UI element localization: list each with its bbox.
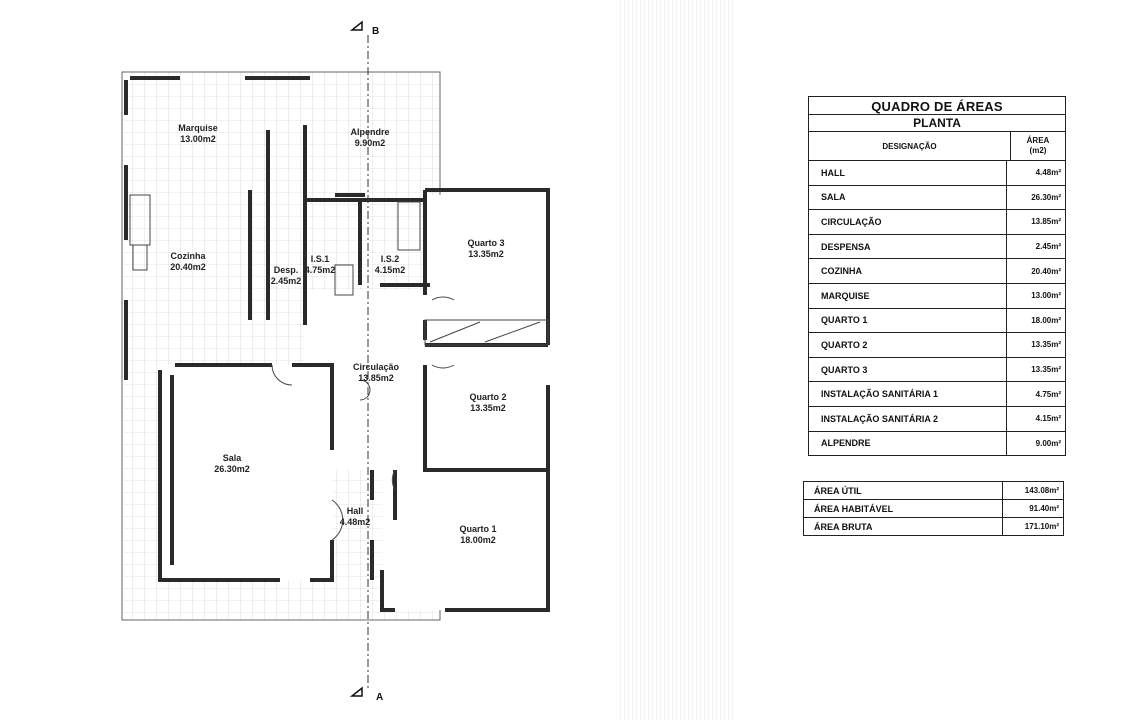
- area-cell: 13.35m²: [1031, 340, 1061, 350]
- room-name: Quarto 1: [459, 524, 496, 534]
- area-row: INSTALAÇÃO SANITÁRIA 2 4.15m²: [809, 406, 1065, 432]
- area-cell: 4.15m²: [1035, 414, 1061, 424]
- room-area: 26.30m2: [214, 464, 250, 474]
- room-area: 9.90m2: [355, 138, 386, 148]
- area-cell: 13.35m²: [1031, 365, 1061, 375]
- designation-cell: SALA: [809, 185, 1007, 210]
- area-row: INSTALAÇÃO SANITÁRIA 1 4.75m²: [809, 382, 1065, 407]
- room-name: Marquise: [178, 123, 218, 133]
- area-table-title: QUADRO DE ÁREAS: [809, 97, 1065, 115]
- area-row: DESPENSA 2.45m²: [809, 234, 1065, 260]
- designation-cell: QUARTO 2: [809, 333, 1007, 357]
- room-area: 4.15m2: [375, 265, 406, 275]
- section-label-top: B: [372, 26, 379, 37]
- area-table-header: DESIGNAÇÃO ÁREA (m2): [809, 132, 1065, 161]
- area-header-label: ÁREA: [1026, 136, 1050, 145]
- scan-noise: [620, 0, 735, 720]
- totals-value: 171.10m²: [1024, 522, 1059, 531]
- room-name: Quarto 3: [467, 238, 504, 248]
- designation-cell: CIRCULAÇÃO: [809, 210, 1007, 234]
- room-area: 20.40m2: [170, 262, 206, 272]
- totals-row: ÁREA ÚTIL 143.08m²: [804, 482, 1063, 500]
- area-cell: 4.48m²: [1035, 168, 1061, 178]
- area-row: HALL 4.48m²: [809, 161, 1065, 186]
- totals-value: 143.08m²: [1024, 486, 1059, 495]
- area-row: SALA 26.30m²: [809, 185, 1065, 211]
- area-row: QUARTO 1 18.00m²: [809, 308, 1065, 334]
- area-cell: 26.30m²: [1031, 192, 1061, 202]
- area-row: MARQUISE 13.00m²: [809, 283, 1065, 309]
- room-name: I.S.2: [381, 254, 400, 264]
- room-name: Hall: [347, 506, 364, 516]
- room-name: Desp.: [274, 265, 299, 275]
- room-name: Circulação: [353, 362, 400, 372]
- area-row: CIRCULAÇÃO 13.85m²: [809, 210, 1065, 235]
- room-area: 13.35m2: [468, 249, 504, 259]
- totals-label: ÁREA HABITÁVEL: [804, 500, 1003, 517]
- room-area: 2.45m2: [271, 276, 302, 286]
- area-table-subtitle: PLANTA: [809, 115, 1065, 132]
- designation-cell: QUARTO 1: [809, 308, 1007, 333]
- area-cell: 4.75m²: [1035, 389, 1061, 399]
- area-row: QUARTO 2 13.35m²: [809, 333, 1065, 358]
- section-marker-bottom: [349, 686, 363, 697]
- area-cell: 2.45m²: [1035, 242, 1061, 252]
- totals-label: ÁREA ÚTIL: [804, 482, 1003, 499]
- area-cell: 18.00m²: [1031, 315, 1061, 325]
- room-area: 4.48m2: [340, 517, 371, 527]
- area-header-unit: (m2): [1029, 146, 1047, 155]
- area-row: COZINHA 20.40m²: [809, 259, 1065, 284]
- room-name: I.S.1: [311, 254, 330, 264]
- room-area: 18.00m2: [460, 535, 496, 545]
- section-marker-top: [349, 20, 363, 31]
- area-row: ALPENDRE 9.00m²: [809, 431, 1065, 456]
- totals-row: ÁREA BRUTA 171.10m²: [804, 518, 1063, 535]
- designation-cell: DESPENSA: [809, 234, 1007, 259]
- area-cell: 13.85m²: [1031, 217, 1061, 227]
- totals-row: ÁREA HABITÁVEL 91.40m²: [804, 500, 1063, 518]
- designation-cell: QUARTO 3: [809, 357, 1007, 382]
- designation-header: DESIGNAÇÃO: [809, 132, 1011, 160]
- area-cell: 9.00m²: [1035, 438, 1061, 448]
- room-area: 13.85m2: [358, 373, 394, 383]
- designation-cell: ALPENDRE: [809, 431, 1007, 456]
- area-cell: 20.40m²: [1031, 266, 1061, 276]
- room-area: 4.75m2: [305, 265, 336, 275]
- designation-cell: COZINHA: [809, 259, 1007, 283]
- room-name: Quarto 2: [469, 392, 506, 402]
- room-name: Cozinha: [171, 251, 207, 261]
- area-table: QUADRO DE ÁREAS PLANTA DESIGNAÇÃO ÁREA (…: [808, 96, 1066, 457]
- designation-cell: HALL: [809, 161, 1007, 185]
- totals-label: ÁREA BRUTA: [804, 518, 1003, 535]
- designation-cell: MARQUISE: [809, 283, 1007, 308]
- room-name: Alpendre: [350, 127, 389, 137]
- room-area: 13.00m2: [180, 134, 216, 144]
- designation-cell: INSTALAÇÃO SANITÁRIA 1: [809, 382, 1007, 406]
- totals-value: 91.40m²: [1029, 504, 1059, 513]
- room-name: Sala: [223, 453, 243, 463]
- area-header: ÁREA (m2): [1011, 132, 1065, 160]
- section-label-bottom: A: [376, 692, 383, 703]
- room-area: 13.35m2: [470, 403, 506, 413]
- designation-cell: INSTALAÇÃO SANITÁRIA 2: [809, 406, 1007, 431]
- area-row: QUARTO 3 13.35m²: [809, 357, 1065, 383]
- area-cell: 13.00m²: [1031, 291, 1061, 301]
